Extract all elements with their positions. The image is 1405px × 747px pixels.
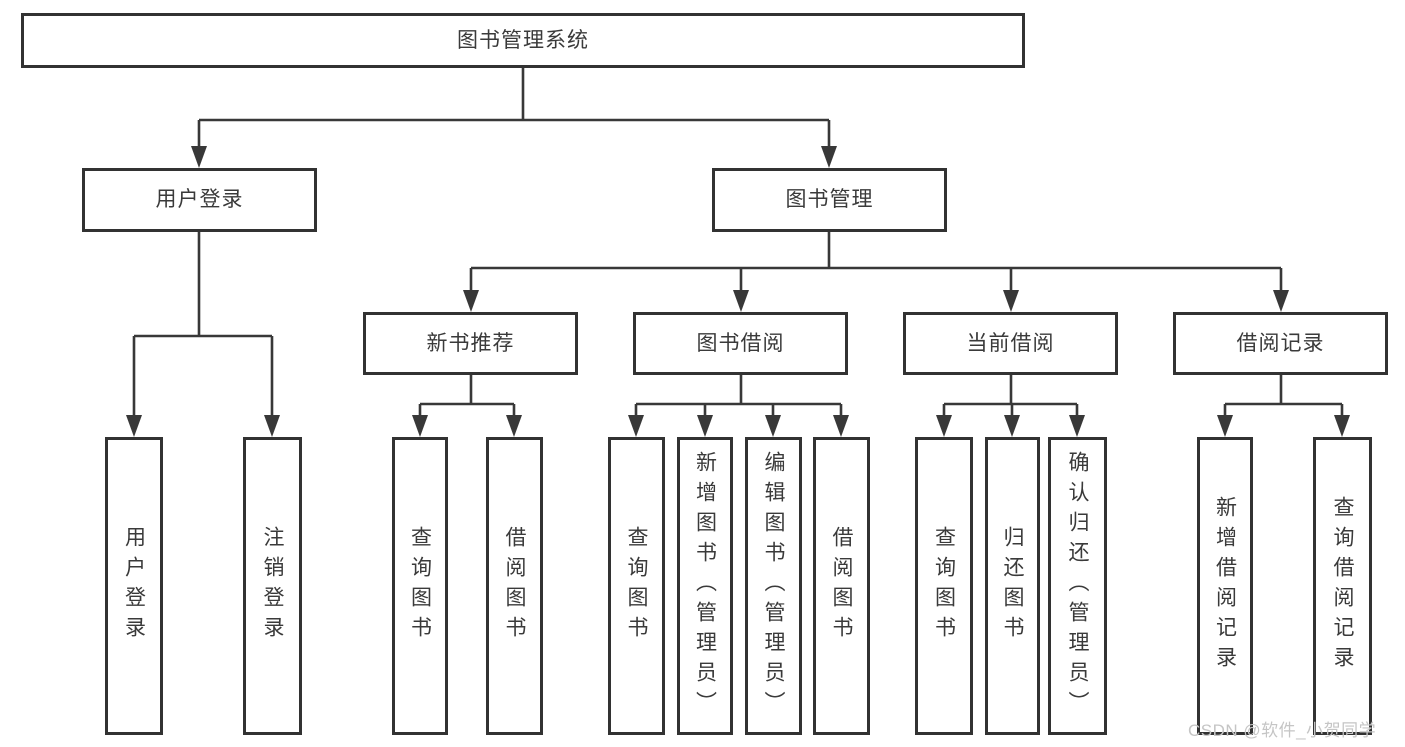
- leaf-query-borrow-record: 查询借阅记录: [1313, 437, 1372, 735]
- leaf-return-books-label: 归还图书: [1001, 526, 1024, 646]
- leaf-add-borrow-record: 新增借阅记录: [1197, 437, 1253, 735]
- node-library-management-system: 图书管理系统: [21, 13, 1025, 68]
- leaf-add-borrow-record-label: 新增借阅记录: [1213, 496, 1237, 676]
- leaf-query-books-current-label: 查询图书: [932, 526, 956, 646]
- leaf-query-books-borrowing-label: 查询图书: [625, 526, 648, 646]
- leaf-return-books: 归还图书: [985, 437, 1040, 735]
- node-book-management: 图书管理: [712, 168, 947, 232]
- node-new-book-recommend: 新书推荐: [363, 312, 578, 375]
- arrowhead-icons: [126, 146, 1350, 437]
- leaf-logout-login-label: 注销登录: [261, 526, 284, 646]
- leaf-query-books-recommend-label: 查询图书: [408, 526, 432, 646]
- node-user-login-label: 用户登录: [155, 188, 244, 212]
- leaf-user-login: 用户登录: [105, 437, 163, 735]
- leaf-borrow-books-borrowing-label: 借阅图书: [830, 526, 853, 646]
- leaf-query-books-borrowing: 查询图书: [608, 437, 665, 735]
- node-book-borrowing-label: 图书借阅: [696, 331, 785, 355]
- leaf-query-borrow-record-label: 查询借阅记录: [1331, 496, 1354, 676]
- node-new-book-recommend-label: 新书推荐: [426, 331, 515, 355]
- leaf-add-books-admin: 新增图书（管理员）: [677, 437, 733, 735]
- leaf-confirm-return-admin-label: 确认归还（管理员）: [1066, 451, 1089, 721]
- node-borrowing-records-label: 借阅记录: [1236, 331, 1325, 355]
- node-book-borrowing: 图书借阅: [633, 312, 848, 375]
- node-borrowing-records: 借阅记录: [1173, 312, 1388, 375]
- leaf-edit-books-admin: 编辑图书（管理员）: [745, 437, 802, 735]
- node-library-management-system-label: 图书管理系统: [457, 28, 589, 52]
- csdn-watermark: CSDN @软件_小贺同学: [1188, 721, 1377, 740]
- leaf-borrow-books-recommend-label: 借阅图书: [503, 526, 526, 646]
- leaf-user-login-label: 用户登录: [122, 526, 146, 646]
- leaf-query-books-recommend: 查询图书: [392, 437, 448, 735]
- leaf-borrow-books-recommend: 借阅图书: [486, 437, 543, 735]
- node-current-borrowing: 当前借阅: [903, 312, 1118, 375]
- node-current-borrowing-label: 当前借阅: [966, 331, 1055, 355]
- node-book-management-label: 图书管理: [785, 188, 874, 212]
- leaf-logout-login: 注销登录: [243, 437, 302, 735]
- leaf-query-books-current: 查询图书: [915, 437, 973, 735]
- leaf-edit-books-admin-label: 编辑图书（管理员）: [762, 451, 785, 721]
- node-user-login: 用户登录: [82, 168, 317, 232]
- leaf-add-books-admin-label: 新增图书（管理员）: [693, 451, 717, 721]
- leaf-confirm-return-admin: 确认归还（管理员）: [1048, 437, 1107, 735]
- leaf-borrow-books-borrowing: 借阅图书: [813, 437, 870, 735]
